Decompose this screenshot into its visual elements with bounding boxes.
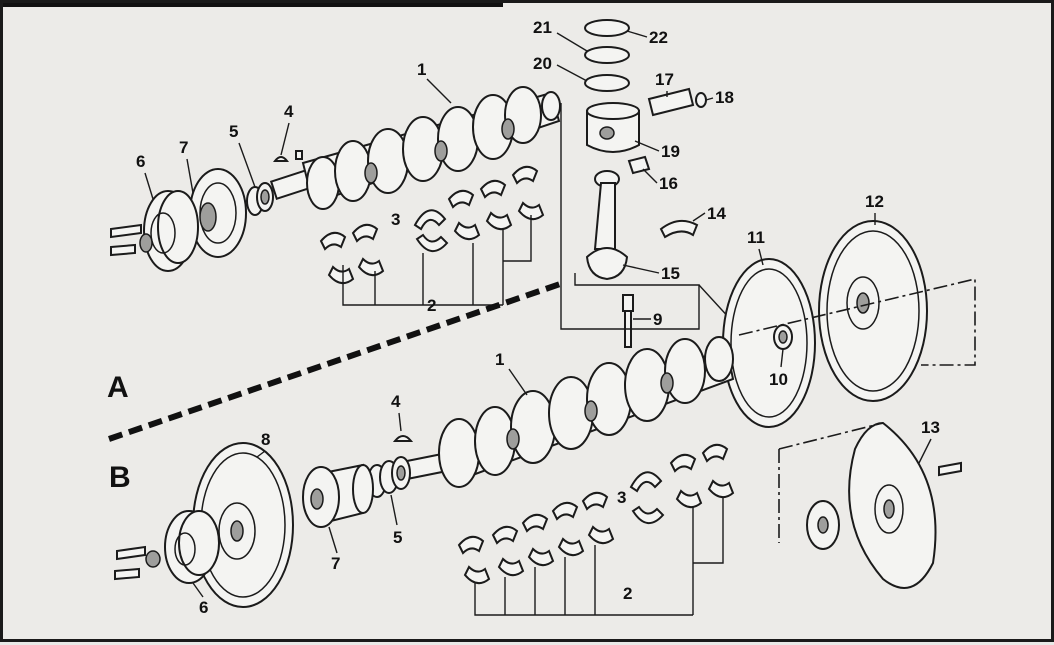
callout-a-1: 1 [417, 60, 426, 79]
callout-a-5: 5 [229, 122, 238, 141]
thrust-washer-b [629, 471, 663, 493]
callout-a-11: 11 [747, 228, 765, 247]
piston-ring-20 [584, 74, 630, 92]
adapter-plate [722, 258, 816, 428]
hub-a [189, 168, 247, 258]
callout-a-2: 2 [427, 296, 436, 315]
woodruff-key-b [392, 435, 414, 442]
callout-a-4: 4 [284, 102, 294, 121]
woodruff-key-a [272, 156, 290, 162]
crankshaft-b [406, 336, 735, 488]
callout-a-16: 16 [659, 174, 678, 193]
piston [586, 102, 640, 153]
callout-a-22: 22 [649, 28, 668, 47]
callout-a-20: 20 [533, 54, 552, 73]
hub-b [302, 463, 374, 528]
conrod-bearing-shell [659, 219, 699, 239]
callout-b-5: 5 [393, 528, 402, 547]
main-bearing-shells-b [457, 443, 735, 616]
callout-a-3: 3 [391, 210, 400, 229]
callout-b-4: 4 [391, 392, 401, 411]
callout-b-7: 7 [331, 554, 340, 573]
flywheel [818, 220, 928, 402]
piston-pin [647, 87, 695, 117]
assembly-b [114, 336, 962, 616]
timing-gear-b [367, 456, 411, 498]
assembly-a [110, 19, 976, 428]
pulley-a [110, 190, 199, 272]
section-label-a: A [107, 371, 129, 404]
section-label-b: B [109, 461, 131, 494]
crankshaft-a [269, 86, 561, 210]
main-bearing-shells-a [319, 165, 545, 306]
callout-a-15: 15 [661, 264, 680, 283]
callout-a-6: 6 [136, 152, 145, 171]
callout-a-12: 12 [865, 192, 884, 211]
callout-a-18: 18 [715, 88, 734, 107]
timing-gear-a [246, 182, 274, 216]
thrust-washer-a [413, 209, 447, 231]
callout-a-7: 7 [179, 138, 188, 157]
callout-b-2: 2 [623, 584, 632, 603]
callout-a-19: 19 [661, 142, 680, 161]
vibration-damper [192, 442, 294, 608]
header-strip [3, 3, 503, 7]
pulley-b [114, 510, 220, 584]
small-end-bush [627, 155, 651, 175]
callout-b-8: 8 [261, 430, 270, 449]
section-divider [108, 280, 564, 442]
callout-b-6: 6 [199, 598, 208, 617]
callout-a-10: 10 [769, 370, 788, 389]
callout-a-21: 21 [533, 18, 552, 37]
callout-b-3: 3 [617, 488, 626, 507]
flexplate [848, 421, 962, 589]
callout-a-9: 9 [653, 310, 662, 329]
callout-b-13: 13 [921, 418, 940, 437]
piston-ring-22 [584, 19, 630, 37]
piston-ring-21 [584, 46, 630, 64]
crankshaft-exploded-view: 1 2 3 4 5 6 7 9 10 11 12 14 15 16 17 18 … [3, 3, 976, 617]
pin-clip [695, 92, 707, 108]
callout-b-1: 1 [495, 350, 504, 369]
connecting-rod [585, 170, 629, 281]
conrod-bolt [622, 294, 634, 348]
callout-a-17: 17 [655, 70, 674, 89]
callout-a-14: 14 [707, 204, 726, 223]
